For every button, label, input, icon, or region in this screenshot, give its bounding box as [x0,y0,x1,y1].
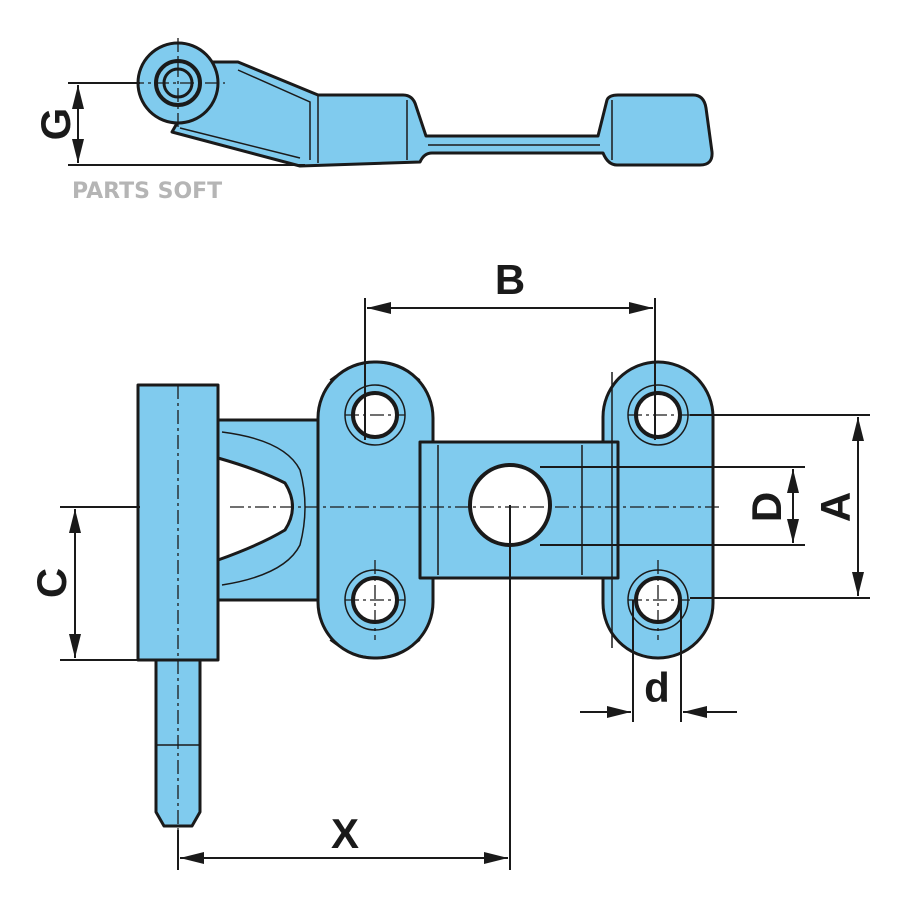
side-view-body [170,60,714,168]
top-view: B A D C d X [28,256,870,870]
watermark: PARTS SOFT [72,179,222,204]
dimension-label-b: B [495,256,525,303]
dimension-label-c: C [28,568,75,598]
dimension-label-x: X [331,810,359,857]
dimension-label-g: G [32,108,79,141]
hinge-arm [216,418,327,602]
dimension-label-d-lower: d [644,664,670,711]
dimension-label-d-upper: D [743,492,790,522]
side-view: G PARTS SOFT [32,38,714,204]
dimension-label-a: A [812,492,859,522]
